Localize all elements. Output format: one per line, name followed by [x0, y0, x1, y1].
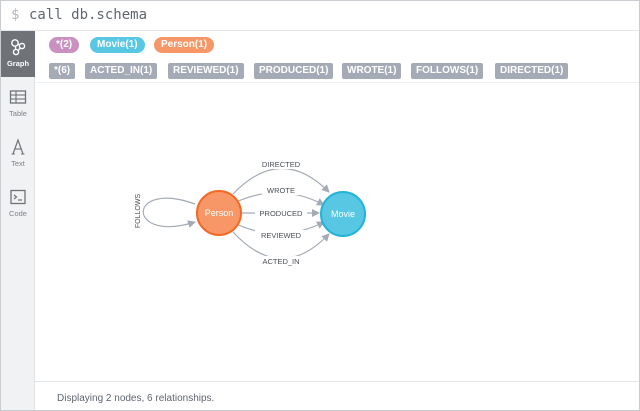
edge-label-directed: DIRECTED	[262, 160, 301, 169]
sidebar-item-text[interactable]: Text	[1, 131, 35, 177]
edge-label-wrote: WROTE	[267, 186, 295, 195]
edge-label-produced: PRODUCED	[260, 209, 304, 218]
rel-tag-reviewed[interactable]: REVIEWED(1)	[168, 63, 244, 79]
command-text[interactable]: call db.schema	[29, 7, 148, 23]
status-text: Displaying 2 nodes, 6 relationships.	[57, 393, 215, 404]
node-labels-bar: *(2) Movie(1) Person(1)	[35, 31, 639, 59]
graph-svg[interactable]: DIRECTED WROTE PRODUCED REVIEWED ACTED_I…	[36, 84, 639, 380]
edge-follows[interactable]	[142, 197, 196, 228]
sidebar-item-code[interactable]: Code	[1, 181, 35, 227]
rel-tag-wrote[interactable]: WROTE(1)	[342, 63, 402, 79]
text-icon	[11, 138, 25, 155]
node-label-movie: Movie	[331, 209, 355, 219]
sidebar-item-graph[interactable]: Graph	[1, 31, 35, 77]
table-icon	[9, 90, 27, 104]
sidebar-item-label: Code	[9, 209, 27, 218]
node-label-person: Person	[205, 208, 234, 218]
status-bar: Displaying 2 nodes, 6 relationships.	[35, 381, 639, 410]
label-pill-movie[interactable]: Movie(1)	[90, 37, 145, 53]
code-icon	[10, 189, 26, 205]
label-pill-person[interactable]: Person(1)	[154, 37, 215, 53]
command-prompt: $	[11, 7, 20, 23]
edge-label-reviewed: REVIEWED	[261, 231, 302, 240]
relationship-captions: DIRECTED WROTE PRODUCED REVIEWED ACTED_I…	[135, 159, 307, 266]
graph-icon	[11, 39, 26, 56]
rel-tag-acted-in[interactable]: ACTED_IN(1)	[85, 63, 158, 79]
rel-tag-all[interactable]: *(6)	[49, 63, 76, 79]
rel-tag-directed[interactable]: DIRECTED(1)	[495, 63, 569, 79]
relationship-types-bar: *(6) ACTED_IN(1) REVIEWED(1) PRODUCED(1)…	[35, 59, 639, 83]
label-pill-all[interactable]: *(2)	[49, 37, 80, 53]
node-movie[interactable]: Movie	[320, 191, 366, 237]
sidebar-item-label: Text	[11, 159, 25, 168]
edge-label-follows: FOLLOWS	[135, 194, 142, 229]
sidebar-item-table[interactable]: Table	[1, 81, 35, 127]
view-sidebar: Graph Table Text	[1, 31, 35, 410]
command-bar[interactable]: $ call db.schema	[1, 1, 639, 31]
graph-canvas[interactable]: DIRECTED WROTE PRODUCED REVIEWED ACTED_I…	[36, 84, 639, 380]
rel-tag-produced[interactable]: PRODUCED(1)	[254, 63, 334, 79]
node-person[interactable]: Person	[196, 190, 242, 236]
edge-label-acted-in: ACTED_IN	[262, 257, 299, 266]
sidebar-item-label: Table	[9, 109, 27, 118]
sidebar-item-label: Graph	[6, 59, 30, 68]
rel-tag-follows[interactable]: FOLLOWS(1)	[411, 63, 484, 79]
